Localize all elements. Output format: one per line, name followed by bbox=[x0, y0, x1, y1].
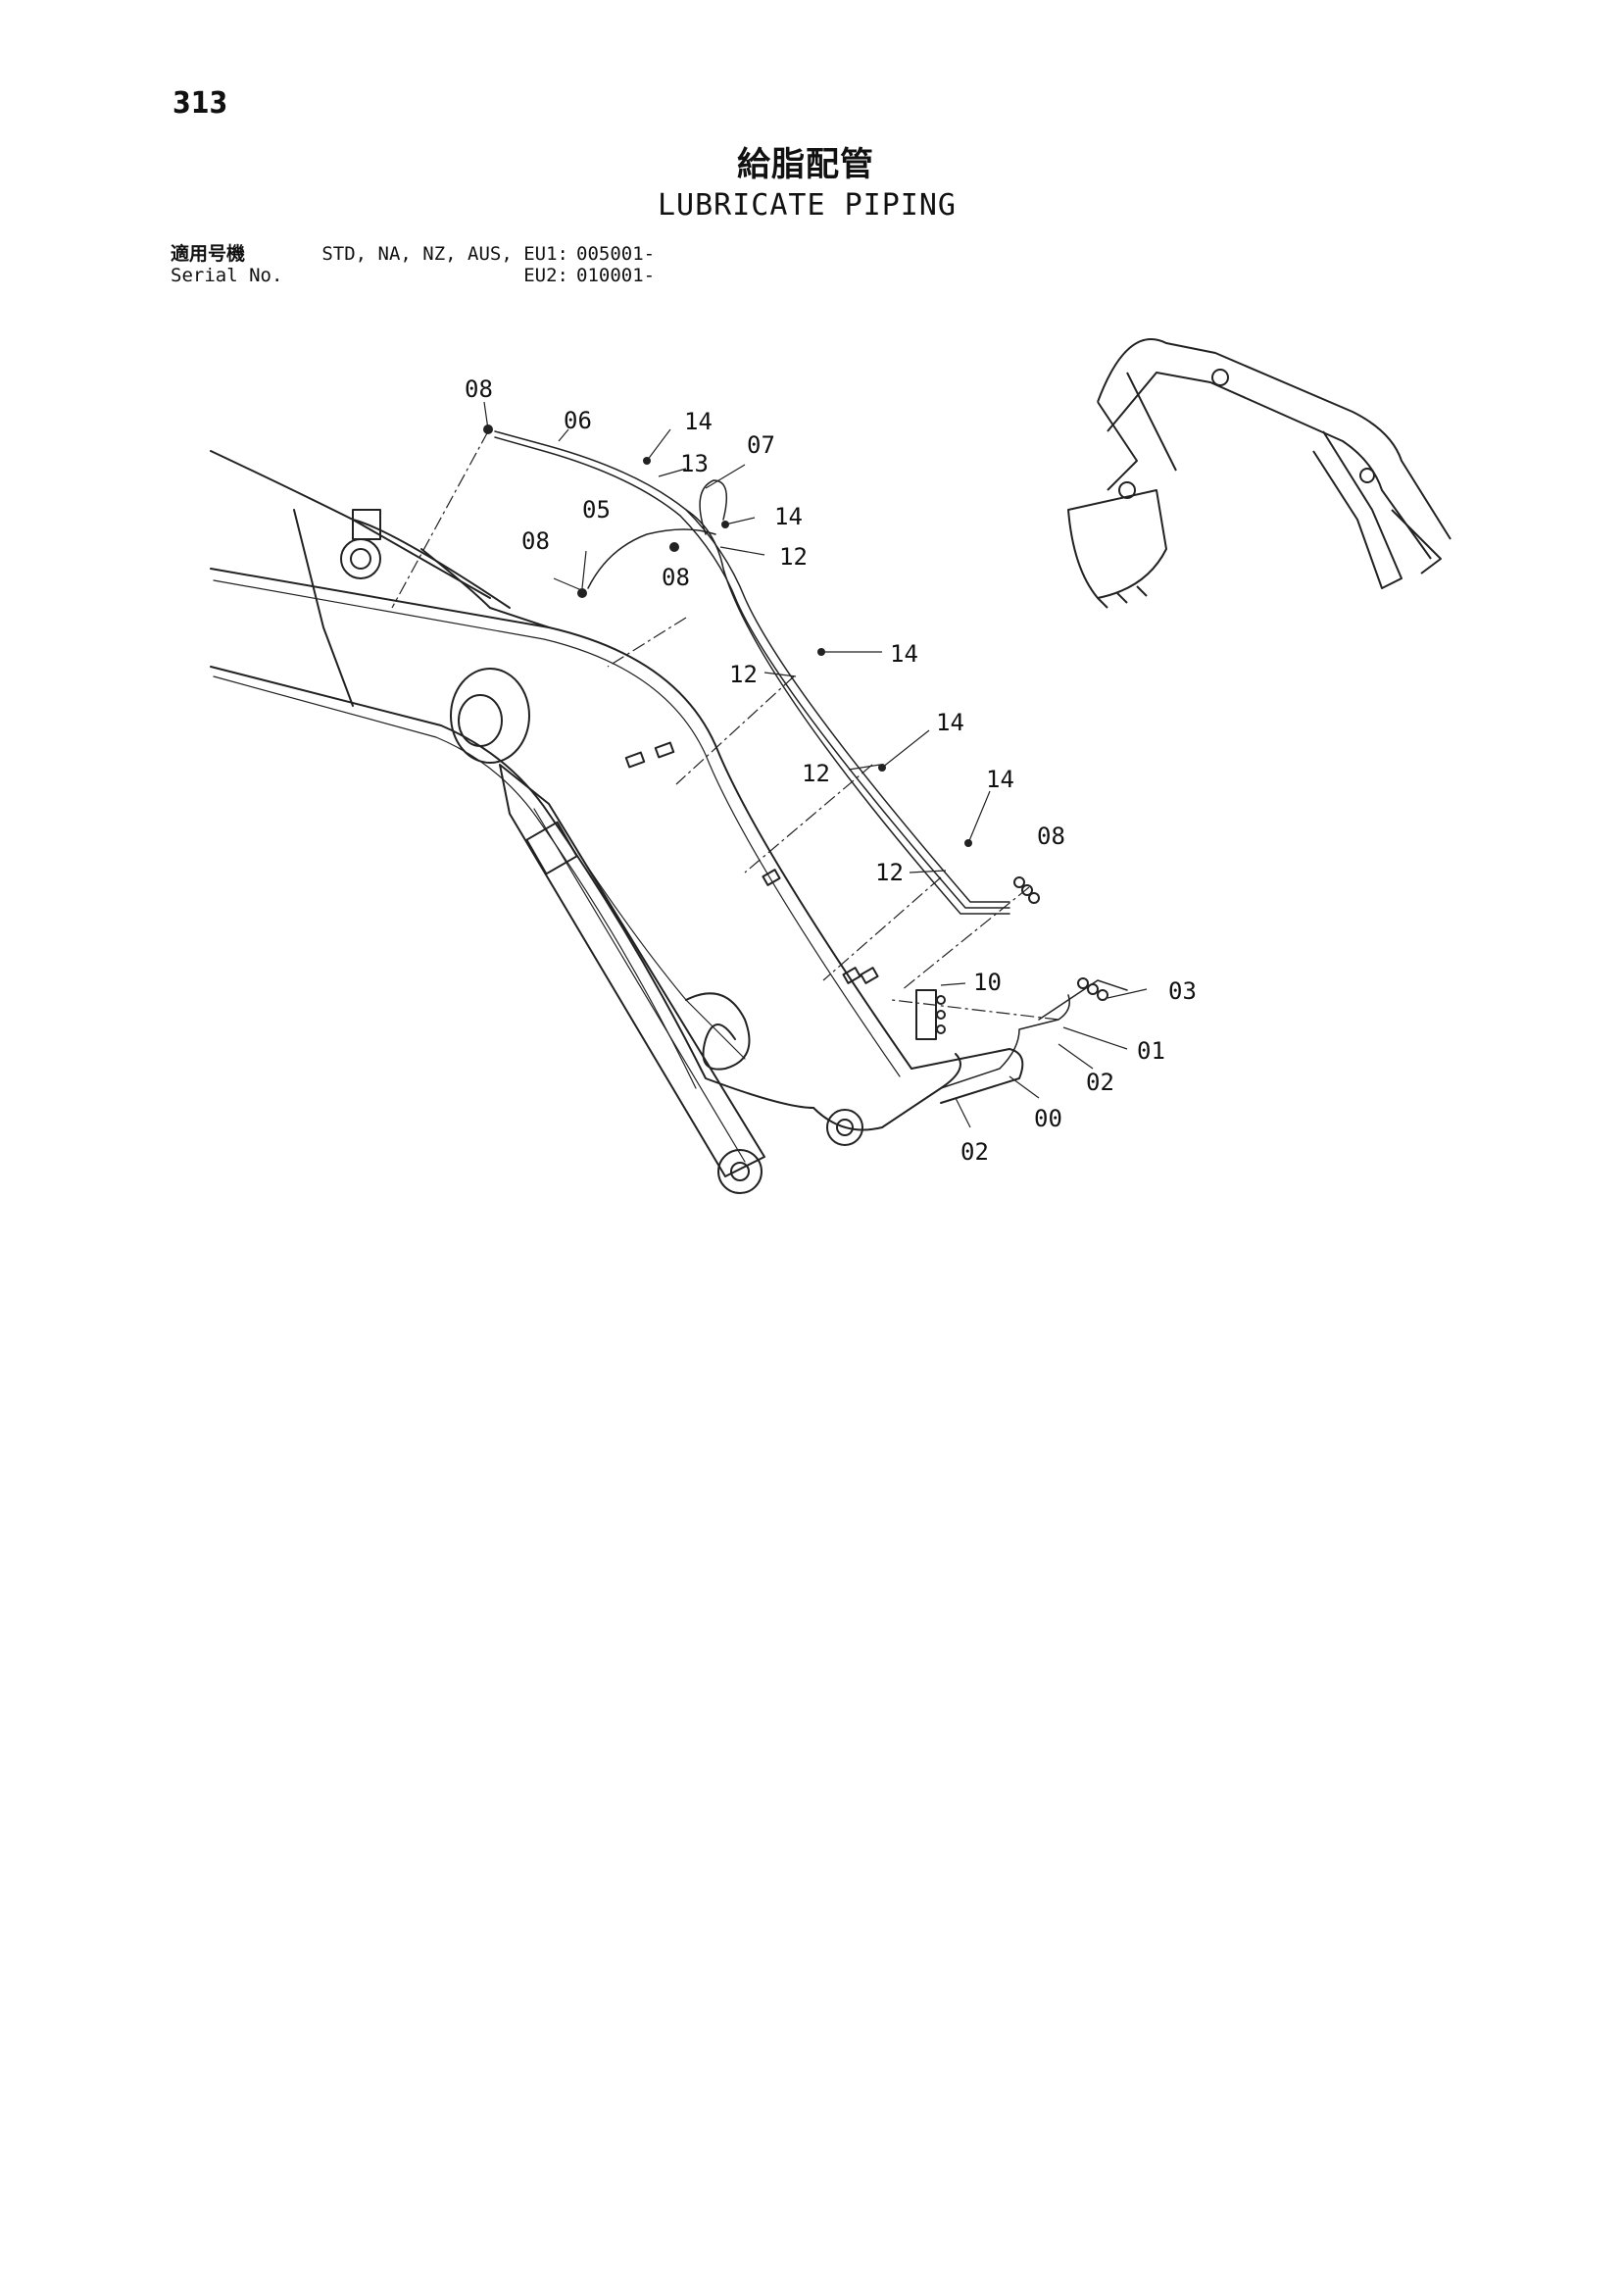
leader-lines bbox=[391, 430, 1059, 1021]
boom-nose-pin bbox=[826, 1109, 863, 1146]
boom-foot-brace-2 bbox=[352, 519, 511, 609]
boom-nose bbox=[812, 1053, 961, 1131]
callout-08-top: 08 bbox=[465, 375, 493, 403]
callout-14-c: 14 bbox=[890, 640, 918, 668]
callout-12-d: 12 bbox=[875, 859, 904, 886]
callout-03: 03 bbox=[1168, 977, 1197, 1005]
callout-06: 06 bbox=[564, 407, 592, 434]
callout-00: 00 bbox=[1034, 1105, 1062, 1132]
callout-12-b: 12 bbox=[729, 661, 758, 688]
boom-foot-pin bbox=[340, 538, 381, 579]
callout-01: 01 bbox=[1137, 1037, 1165, 1065]
boom-cylinder-head bbox=[450, 668, 530, 764]
inset-arm-cylinder bbox=[1312, 430, 1403, 589]
boom-side-plate bbox=[420, 548, 550, 628]
page-title-english: LUBRICATE PIPING bbox=[658, 188, 957, 223]
serial-range: 010001- bbox=[576, 265, 656, 286]
boom-arm-drawing bbox=[210, 430, 1128, 1194]
grease-pipe-00 bbox=[940, 994, 1070, 1089]
arm-cylinder-head bbox=[910, 1048, 1024, 1104]
inset-boom bbox=[1097, 338, 1452, 540]
part-callouts: 08 06 14 13 07 05 14 08 12 08 12 14 14 1… bbox=[465, 375, 1197, 1166]
page-title-japanese: 給脂配管 bbox=[737, 145, 874, 184]
callout-02-a: 02 bbox=[1086, 1069, 1114, 1096]
serial-applicability: 適用号機 STD, NA, NZ, AUS, EU1: 005001- Serial… bbox=[171, 243, 655, 286]
serial-label-japanese: 適用号機 bbox=[171, 243, 246, 265]
page-number: 313 bbox=[172, 86, 228, 121]
serial-label-english: Serial No. bbox=[171, 265, 283, 286]
callout-08-mid: 08 bbox=[521, 527, 550, 555]
callout-08-right: 08 bbox=[1037, 823, 1065, 850]
grease-pipe-3 bbox=[685, 509, 1010, 915]
callout-14-e: 14 bbox=[986, 766, 1014, 793]
callout-07: 07 bbox=[747, 431, 775, 459]
boom-cylinder-clamp bbox=[525, 821, 578, 875]
serial-row-1: 適用号機 STD, NA, NZ, AUS, EU1: 005001- bbox=[171, 243, 655, 265]
boom-upper-edge-inner bbox=[213, 579, 901, 1077]
grease-nipples bbox=[483, 424, 972, 847]
excavator-inset bbox=[1067, 338, 1452, 609]
serial-range: 005001- bbox=[576, 243, 656, 265]
callout-10: 10 bbox=[973, 969, 1002, 996]
serial-models: STD, NA, NZ, AUS, EU1: bbox=[321, 243, 568, 265]
boom-lower-edge bbox=[210, 666, 814, 1109]
callout-14-b: 14 bbox=[774, 503, 803, 530]
serial-models: EU2: bbox=[523, 265, 568, 286]
inset-bucket bbox=[1067, 489, 1167, 599]
callout-02-b: 02 bbox=[960, 1138, 989, 1166]
boom-cylinder-eye bbox=[717, 1149, 763, 1194]
grease-hose-07 bbox=[699, 479, 728, 535]
callout-08-b: 08 bbox=[662, 564, 690, 591]
callout-05: 05 bbox=[582, 496, 611, 524]
fitting-block-10 bbox=[915, 989, 937, 1040]
cylinder-hose-loop bbox=[685, 992, 751, 1071]
boom-foot-block bbox=[352, 509, 381, 540]
inset-arm bbox=[1097, 401, 1138, 491]
serial-row-2: Serial No. EU2: 010001- bbox=[171, 265, 655, 286]
callout-14-top: 14 bbox=[684, 408, 713, 435]
boom-foot-upper bbox=[210, 450, 491, 599]
callout-12-a: 12 bbox=[779, 543, 808, 571]
callout-14-d: 14 bbox=[936, 709, 964, 736]
grease-hose-05 bbox=[587, 528, 716, 589]
callout-13: 13 bbox=[680, 450, 709, 477]
boom-upper-edge bbox=[210, 568, 912, 1070]
boom-cylinder bbox=[499, 764, 765, 1177]
boom-foot-brace bbox=[293, 509, 354, 707]
callout-12-c: 12 bbox=[802, 760, 830, 787]
